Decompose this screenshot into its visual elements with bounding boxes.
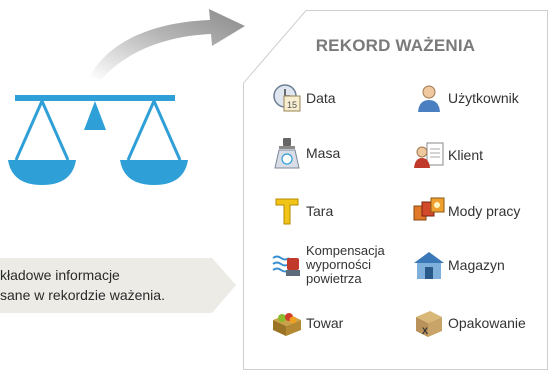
field-package-label: Opakowanie — [448, 314, 526, 331]
svg-text:X: X — [422, 326, 428, 336]
field-warehouse-label: Magazyn — [448, 256, 505, 273]
field-air-buoyancy-label: Kompensacja wyporności powietrza — [306, 244, 385, 286]
air-buoyancy-icon — [268, 247, 306, 283]
callout-line-1: kładowe informacje — [0, 267, 120, 283]
field-mass-label: Masa — [306, 144, 341, 161]
calendar-icon: 15 — [268, 80, 306, 116]
field-mass: Masa — [268, 135, 340, 171]
curved-arrow-graphic — [90, 9, 245, 80]
package-icon: X — [410, 305, 448, 341]
air-buoyancy-line-1: Kompensacja — [306, 243, 385, 258]
field-air-buoyancy: Kompensacja wyporności powietrza — [268, 240, 385, 290]
field-client-label: Klient — [448, 146, 484, 163]
field-user: Użytkownik — [410, 80, 519, 116]
info-callout: kładowe informacje sane w rekordzie waże… — [0, 258, 238, 313]
tare-t-icon — [268, 193, 306, 229]
panel-title: REKORD WAŻENIA — [315, 36, 476, 55]
work-modes-icon — [410, 193, 448, 229]
field-tare-label: Tara — [306, 202, 334, 219]
client-card-icon — [410, 137, 448, 173]
field-date-label: Data — [306, 89, 336, 106]
user-icon — [410, 80, 448, 116]
air-buoyancy-line-3: powietrza — [306, 271, 362, 286]
balance-scale-graphic — [8, 95, 188, 185]
weighing-record-panel — [243, 10, 548, 370]
air-buoyancy-line-2: wyporności — [306, 257, 372, 272]
field-goods-label: Towar — [306, 314, 344, 331]
callout-shape — [0, 258, 236, 313]
field-work-modes: Mody pracy — [410, 193, 520, 229]
field-client: Klient — [410, 137, 483, 173]
field-goods: Towar — [268, 305, 343, 341]
warehouse-icon — [410, 247, 448, 283]
field-package: X Opakowanie — [410, 305, 526, 341]
scale-weight-icon — [268, 135, 306, 171]
field-user-label: Użytkownik — [448, 89, 519, 106]
goods-box-icon — [268, 305, 306, 341]
field-date: 15 Data — [268, 80, 336, 116]
field-work-modes-label: Mody pracy — [448, 202, 521, 219]
callout-line-2: sane w rekordzie ważenia. — [0, 287, 165, 303]
field-tare: Tara — [268, 193, 333, 229]
field-warehouse: Magazyn — [410, 247, 505, 283]
svg-text:15: 15 — [287, 100, 297, 110]
